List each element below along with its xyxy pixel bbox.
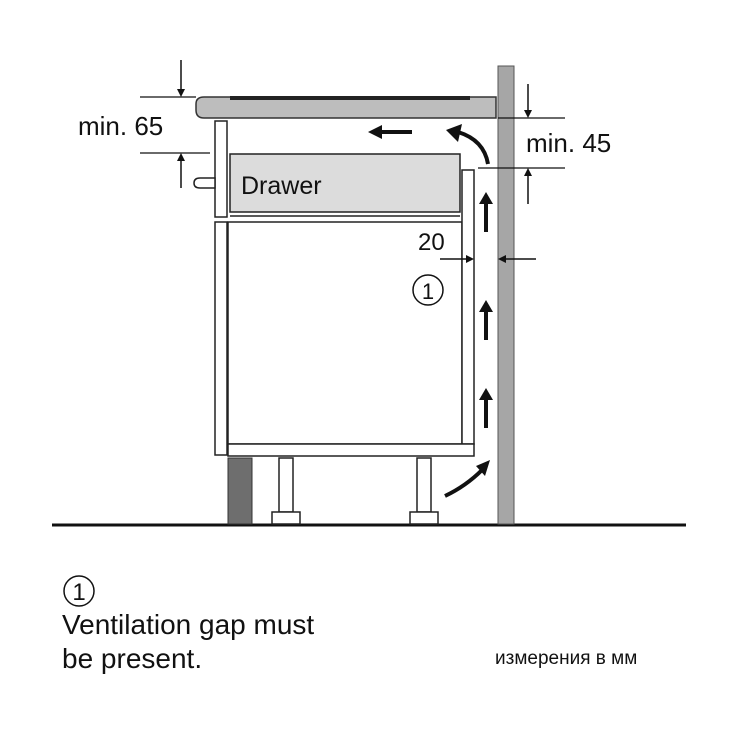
knob xyxy=(193,177,216,189)
cabinet-leg-front-foot xyxy=(271,511,301,525)
cabinet-front-upper xyxy=(214,120,228,218)
cabinet-back-panel xyxy=(461,169,475,445)
cabinet-leg-back-foot xyxy=(409,511,439,525)
hob-top xyxy=(230,96,470,100)
drawer xyxy=(229,153,461,213)
marker-label: 1 xyxy=(422,279,434,304)
note-marker-label: 1 xyxy=(72,579,85,606)
cabinet-leg-back xyxy=(416,457,432,513)
cabinet-front-lower xyxy=(214,221,228,456)
gap-20-label: 20 xyxy=(418,229,445,256)
marker-circle xyxy=(412,274,444,306)
airflow-arrow-top-curve xyxy=(446,124,490,165)
ventilation-note: 1 Ventilation gap must be present. xyxy=(62,574,314,676)
airflow-arrow-3 xyxy=(479,388,493,428)
cabinet-base xyxy=(227,443,475,457)
cabinet-body xyxy=(227,221,463,445)
note-marker: 1 xyxy=(63,575,95,607)
wall xyxy=(497,65,515,525)
units-caption: измерения в мм xyxy=(495,648,638,669)
airflow-arrow-1 xyxy=(479,192,493,232)
airflow-arrow-2 xyxy=(479,300,493,340)
note-line-2: be present. xyxy=(62,643,203,674)
airflow-arrow-left xyxy=(368,125,412,139)
min-65-label: min. 65 xyxy=(78,111,163,141)
min-45-label: min. 45 xyxy=(526,128,611,158)
plinth xyxy=(227,457,253,525)
worktop xyxy=(195,96,497,119)
airflow-arrow-bottom-curve xyxy=(444,460,490,498)
note-line-1: Ventilation gap must xyxy=(62,609,315,640)
cabinet-leg-front xyxy=(278,457,294,513)
drawer-label: Drawer xyxy=(241,172,322,200)
